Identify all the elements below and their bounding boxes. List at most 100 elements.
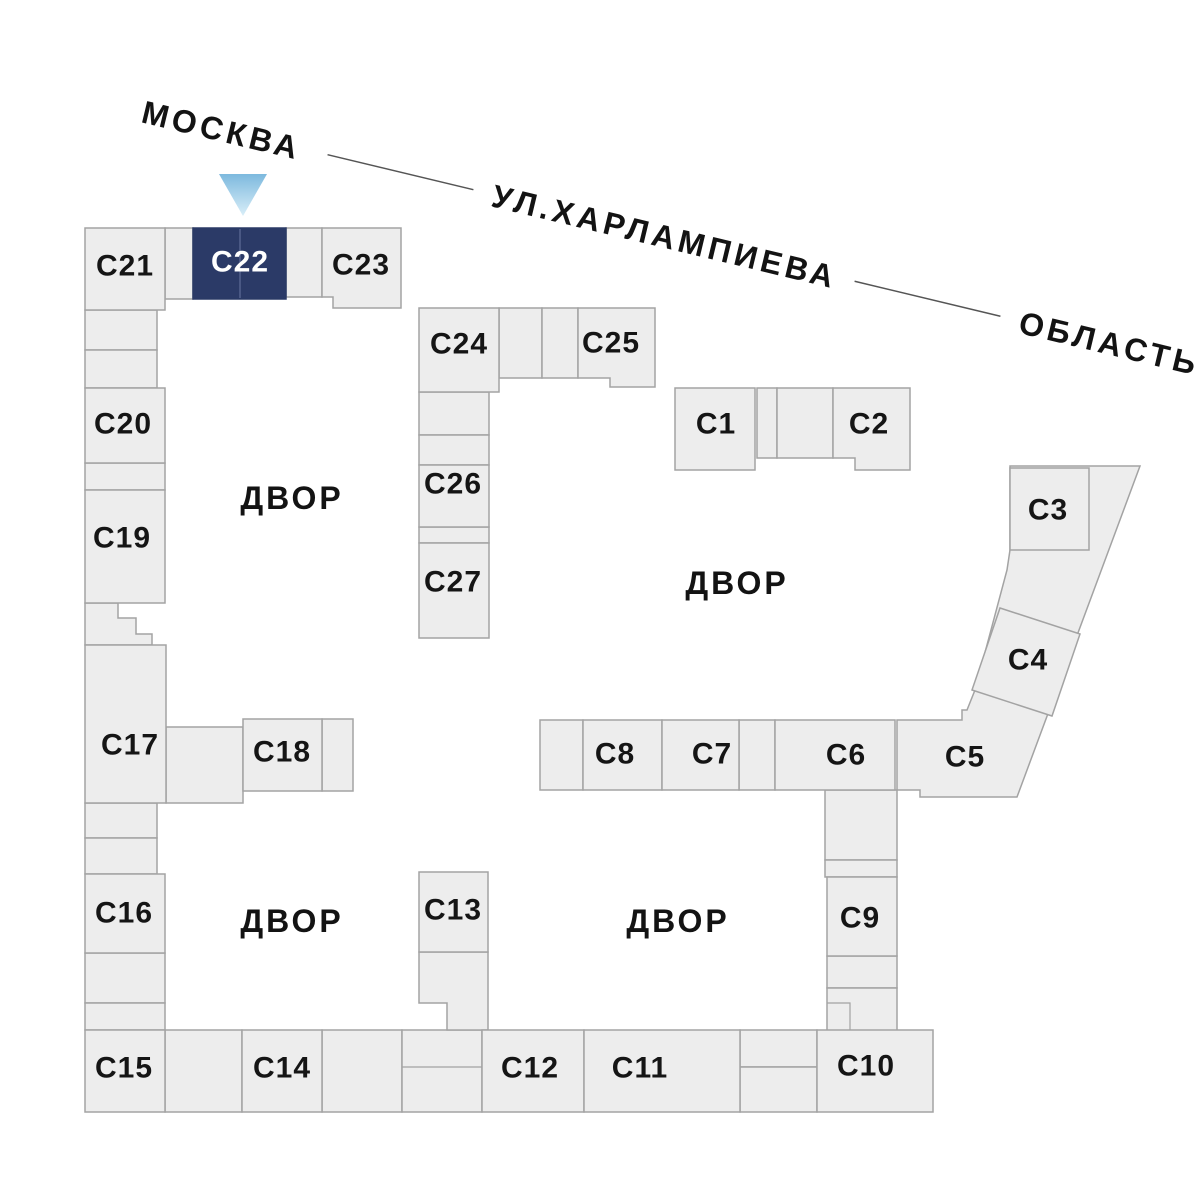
building-c8[interactable]: С8 xyxy=(582,719,663,791)
building-c6-shape[interactable] xyxy=(774,719,896,791)
building-c17-shape[interactable] xyxy=(84,644,167,804)
building-c21[interactable]: С21 xyxy=(84,227,166,311)
building-c14-label: С14 xyxy=(253,1052,311,1085)
building-c17[interactable]: С17 xyxy=(84,644,167,804)
building-segment xyxy=(84,802,158,839)
courtyard-label-right: ДВОР xyxy=(685,565,788,601)
building-c9-shape[interactable] xyxy=(826,876,898,957)
building-c1-shape[interactable] xyxy=(674,387,756,471)
building-c18-shape[interactable] xyxy=(242,718,323,792)
building-c15-shape[interactable] xyxy=(84,1029,166,1113)
building-c11-label: С11 xyxy=(612,1052,668,1085)
street-label-city: МОСКВА xyxy=(138,94,305,167)
building-c14[interactable]: С14 xyxy=(241,1029,323,1113)
building-c12-shape[interactable] xyxy=(481,1029,585,1113)
building-c2-label: С2 xyxy=(849,408,889,441)
street-label-region: ОБЛАСТЬ xyxy=(1015,304,1200,382)
building-segment xyxy=(498,307,543,379)
building-c27-label: С27 xyxy=(424,566,482,599)
building-c10-label: С10 xyxy=(837,1050,895,1083)
building-segment xyxy=(418,391,490,436)
building-c3[interactable]: С3 xyxy=(1009,467,1090,551)
building-c22-selected[interactable]: С22 xyxy=(192,227,287,300)
courtyard-label-bottom-right: ДВОР xyxy=(626,903,729,939)
building-segment xyxy=(826,955,898,989)
building-c13[interactable]: С13 xyxy=(418,871,489,953)
building-c11[interactable]: С11 xyxy=(583,1029,741,1113)
building-segment xyxy=(541,307,579,379)
building-segment xyxy=(84,952,166,1004)
building-segment xyxy=(321,718,354,792)
building-c24[interactable]: С24 xyxy=(418,307,500,393)
building-c23-shape[interactable] xyxy=(321,227,402,309)
building-segment xyxy=(738,719,776,791)
building-c19[interactable]: С19 xyxy=(84,489,166,604)
building-c4-shape[interactable] xyxy=(971,607,1081,717)
building-c11-shape[interactable] xyxy=(583,1029,741,1113)
building-c25[interactable]: С25 xyxy=(577,307,656,388)
building-c24-shape[interactable] xyxy=(418,307,500,393)
building-c6[interactable]: С6 xyxy=(774,719,896,791)
building-segment xyxy=(84,1002,166,1031)
building-c19-shape[interactable] xyxy=(84,489,166,604)
street-label-name: УЛ.ХАРЛАМПИЕВА xyxy=(488,178,841,296)
building-segment xyxy=(321,1029,403,1113)
building-c15[interactable]: С15 xyxy=(84,1029,166,1113)
building-c22-label: С22 xyxy=(211,246,269,279)
building-c10-shape[interactable] xyxy=(816,1029,934,1113)
building-c21-label: С21 xyxy=(96,250,154,283)
building-c21-shape[interactable] xyxy=(84,227,166,311)
building-segment xyxy=(824,789,898,861)
building-c16-shape[interactable] xyxy=(84,873,166,954)
building-c20-label: С20 xyxy=(94,408,152,441)
building-c7[interactable]: С7 xyxy=(661,719,740,791)
building-c3-shape[interactable] xyxy=(1009,467,1090,551)
building-c10[interactable]: С10 xyxy=(816,1029,934,1113)
street-line-left xyxy=(327,153,474,191)
building-c18[interactable]: С18 xyxy=(242,718,323,792)
building-c4[interactable]: С4 xyxy=(971,607,1081,717)
building-c1[interactable]: С1 xyxy=(674,387,756,471)
building-c13-label: С13 xyxy=(424,894,482,927)
building-c3-label: С3 xyxy=(1028,494,1068,527)
building-c26[interactable]: С26 xyxy=(418,464,490,528)
building-c23[interactable]: С23 xyxy=(321,227,402,309)
building-c16-label: С16 xyxy=(95,897,153,930)
building-c9[interactable]: С9 xyxy=(826,876,898,957)
building-c12[interactable]: С12 xyxy=(481,1029,585,1113)
building-c16[interactable]: С16 xyxy=(84,873,166,954)
building-c14-shape[interactable] xyxy=(241,1029,323,1113)
building-c27[interactable]: С27 xyxy=(418,542,490,639)
building-segment xyxy=(285,227,323,298)
building-c8-shape[interactable] xyxy=(582,719,663,791)
courtyard-label-top-left: ДВОР xyxy=(240,480,343,516)
building-c20[interactable]: С20 xyxy=(84,387,166,464)
building-c7-shape[interactable] xyxy=(661,719,740,791)
building-c4-label: С4 xyxy=(1008,644,1048,677)
building-segment xyxy=(165,726,244,804)
building-c27-shape[interactable] xyxy=(418,542,490,639)
building-c13-shape[interactable] xyxy=(418,871,489,953)
building-segment xyxy=(418,434,490,466)
building-segment xyxy=(84,349,158,389)
courtyard-label-bottom-left: ДВОР xyxy=(240,903,343,939)
building-segment xyxy=(164,1029,243,1113)
building-segment xyxy=(84,309,158,351)
building-c15-label: С15 xyxy=(95,1052,153,1085)
building-c25-shape[interactable] xyxy=(577,307,656,388)
building-c2[interactable]: С2 xyxy=(832,387,911,471)
building-c26-shape[interactable] xyxy=(418,464,490,528)
building-c2-shape[interactable] xyxy=(832,387,911,471)
building-c23-label: С23 xyxy=(332,249,390,282)
building-c5-label: С5 xyxy=(945,741,985,774)
building-c19-label: С19 xyxy=(93,522,151,555)
building-c8-label: С8 xyxy=(595,738,635,771)
building-c18-label: С18 xyxy=(253,736,311,769)
building-segment xyxy=(756,387,778,459)
building-c26-label: С26 xyxy=(424,468,482,501)
building-c12-label: С12 xyxy=(501,1052,559,1085)
building-c17-label: С17 xyxy=(101,729,159,762)
building-c20-shape[interactable] xyxy=(84,387,166,464)
building-c6-label: С6 xyxy=(826,739,866,772)
